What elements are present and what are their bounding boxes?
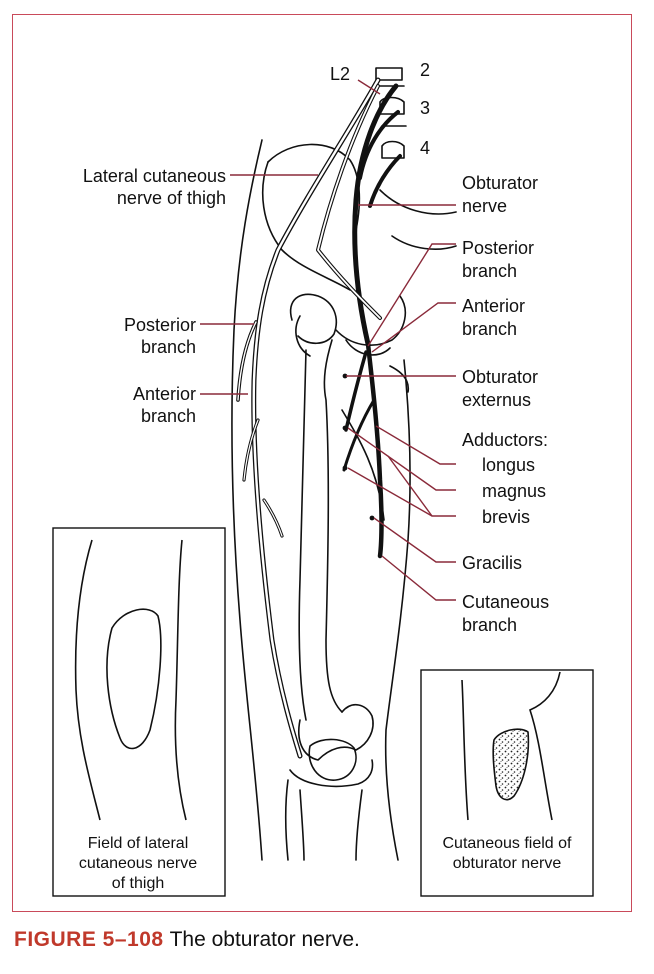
figure-number: FIGURE 5–108 [14,928,164,951]
leader-posterior-right [367,243,456,347]
label-anterior-left-1: Anterior [133,384,196,404]
pubic-bone [335,295,407,346]
tibia-plateau [289,759,374,788]
ischium [389,365,410,393]
figure-frame [12,14,632,912]
thigh-outline-medial [384,359,411,861]
label-obturator-nerve-1: Obturator [462,173,538,193]
leader-anterior-right [371,302,456,353]
greater-trochanter [295,315,311,357]
label-anterior-left-2: branch [141,406,196,426]
label-cutaneous-branch-2: branch [462,615,517,635]
inset-left-caption-2: cutaneous nerve [79,855,197,872]
nerve-entry-dot-2 [342,425,348,431]
figure-title: The obturator nerve. [169,928,360,951]
label-posterior-left-1: Posterior [124,315,196,335]
inset-right-caption-1: Cutaneous field of [443,835,573,852]
root-l4 [368,154,402,208]
inset-left-thigh-lateral [74,539,101,821]
inset-right-field [492,728,530,801]
leg-anatomy [231,67,457,861]
branch-to-adductors [342,398,376,472]
lcn-anterior-twig-b-core [263,499,283,537]
label-obturator-nerve-2: nerve [462,196,507,216]
leader-brevis-2 [387,455,433,517]
label-anterior-right-2: branch [462,319,517,339]
label-lateral-cutaneous-2: nerve of thigh [117,188,226,208]
inset-right-thigh-right [529,671,561,821]
label-4: 4 [420,138,430,158]
tibia-shaft-lateral [299,789,305,861]
leader-l2 [357,79,381,95]
lcn-anterior-twig-a-core [243,419,259,481]
inset-lateral-cutaneous-field: Field of lateral cutaneous nerve of thig… [52,527,226,897]
iliac-crest [267,143,361,231]
lcn-anterior-twig-b [262,498,284,538]
leader-cutaneous [381,555,456,601]
femoral-condyles [298,704,374,761]
obturator-anterior-division [365,341,384,559]
lateral-cutaneous-nerve-core [252,78,380,758]
leader-lines [200,79,456,601]
nerve-entry-dot-4 [369,515,375,521]
label-magnus: magnus [482,481,546,501]
thigh-outline-lateral [231,139,263,861]
femur-shaft-lateral [298,349,307,721]
leader-magnus [347,427,456,491]
inset-left-field [106,608,162,750]
inset-left-caption-3: of thigh [112,875,164,892]
labels: L2 2 3 4 Lateral cutaneous nerve of thig… [83,60,549,635]
label-3: 3 [420,98,430,118]
femoral-nerve-core [317,85,381,319]
fibula [284,779,289,861]
nerve-entry-dot-1 [342,373,348,379]
label-lateral-cutaneous-1: Lateral cutaneous [83,166,226,186]
obturator-nerve-trunk [352,83,399,347]
label-adductors: Adductors: [462,430,548,450]
label-l2: L2 [330,64,350,84]
sacral-outline [379,189,457,215]
inset-obturator-field: Cutaneous field of obturator nerve [420,669,594,897]
leader-longus [375,425,456,465]
label-obturator-externus-1: Obturator [462,367,538,387]
vertebra-l3 [379,96,405,115]
nerve-entry-dot-3 [342,465,348,471]
inset-right-thigh-left [461,679,469,821]
label-cutaneous-branch-1: Cutaneous [462,592,549,612]
lcn-posterior-branch-core [237,321,257,401]
label-2: 2 [420,60,430,80]
leader-gracilis [373,517,456,563]
label-gracilis: Gracilis [462,553,522,573]
label-posterior-left-2: branch [141,337,196,357]
nerves [236,77,402,759]
label-anterior-right-1: Anterior [462,296,525,316]
vertebra-l4 [381,140,405,159]
label-posterior-right-2: branch [462,261,517,281]
label-obturator-externus-2: externus [462,390,531,410]
patella [308,738,357,781]
tibia-shaft-medial [355,789,363,861]
obturator-posterior-division [344,350,368,432]
femoral-head [289,293,338,345]
vertebra-l2 [375,67,403,81]
label-longus: longus [482,455,535,475]
ilium-wing [262,161,351,291]
label-posterior-right-1: Posterior [462,238,534,258]
inset-left-caption-1: Field of lateral [88,835,189,852]
inset-right-caption-2: obturator nerve [453,855,562,872]
sacral-lower [391,235,457,250]
inset-left-thigh-medial [174,539,187,821]
root-l3 [358,110,400,180]
femur-shaft-medial [323,339,343,713]
label-brevis: brevis [482,507,530,527]
